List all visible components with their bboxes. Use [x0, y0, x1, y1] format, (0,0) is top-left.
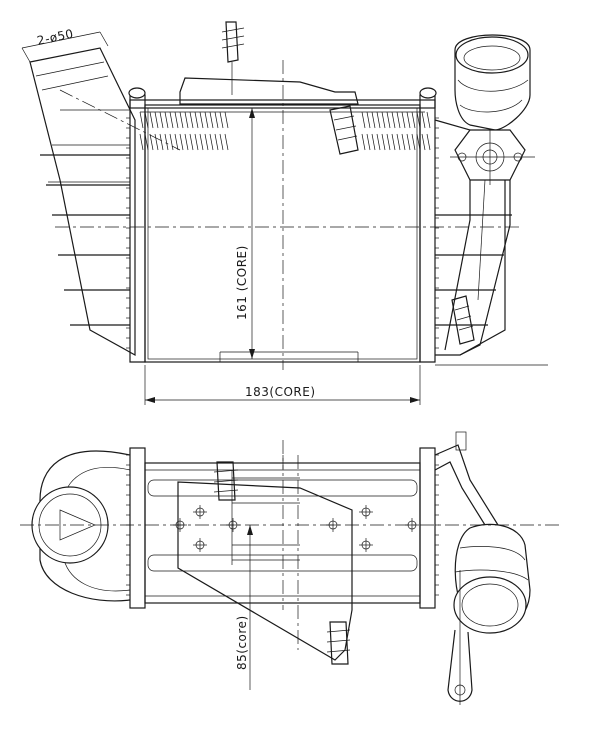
bottom-core [144, 462, 421, 604]
bottom-left-inlet [20, 450, 560, 602]
left-tank [29, 47, 146, 363]
coil-turn [386, 111, 391, 129]
coil-turn [219, 133, 224, 151]
coil-turn [154, 111, 159, 129]
coil-turn [169, 133, 174, 151]
coil-turn [376, 133, 381, 151]
label-inlet-diameter: 2-ø50 [36, 27, 75, 48]
bottom-view: 85(core) [20, 431, 560, 705]
coil-turn [184, 111, 189, 129]
coil-turn [381, 111, 386, 129]
coil-turn [421, 111, 426, 129]
coil-turn [184, 133, 189, 151]
coil-turn [189, 111, 194, 129]
coil-turn [396, 111, 401, 129]
coil-turn [426, 133, 431, 151]
coil-turn [179, 133, 184, 151]
coil-turn [411, 133, 416, 151]
coil-turn [401, 111, 406, 129]
bottom-right-outlet [434, 431, 531, 705]
coil-turn [189, 133, 194, 151]
coil-turn [361, 111, 366, 129]
coil-turn [139, 133, 144, 151]
coil-turn [426, 111, 431, 129]
coil-turn [209, 111, 214, 129]
coil-turn [144, 133, 149, 151]
coil-turn [169, 111, 174, 129]
top-view: 161 (CORE) 183(CORE) 2-ø50 [21, 21, 548, 405]
bottom-right-tank [419, 447, 439, 609]
coil-turn [149, 111, 154, 129]
dimension-width: 183(CORE) [144, 365, 421, 405]
top-header [128, 21, 437, 155]
dimension-depth: 85(core) [235, 525, 253, 690]
coil-turn [159, 111, 164, 129]
coil-turn [144, 111, 149, 129]
coil-turn [174, 111, 179, 129]
coil-turn [164, 133, 169, 151]
coil-turn [386, 133, 391, 151]
coil-turn [159, 133, 164, 151]
coil-turn [406, 111, 411, 129]
dimension-inlet: 2-ø50 [21, 27, 109, 63]
coil-turn [421, 133, 426, 151]
coil-turn [406, 133, 411, 151]
coil-turn [396, 133, 401, 151]
coil-turn [154, 133, 159, 151]
coil-turn [174, 133, 179, 151]
dimension-height: 161 (CORE) [235, 108, 255, 359]
coil-turn [391, 111, 396, 129]
coil-turn [391, 133, 396, 151]
coil-turn [416, 133, 421, 151]
coil-turn [376, 111, 381, 129]
coil-turn [214, 111, 219, 129]
coil-turn [366, 111, 371, 129]
bottom-left-tank [126, 447, 146, 609]
coil-turn [361, 133, 366, 151]
coil-turn [199, 111, 204, 129]
coil-turn [149, 133, 154, 151]
coil-turn [164, 111, 169, 129]
coil-turn [219, 111, 224, 129]
coil-turn [199, 133, 204, 151]
bottom-bracket [173, 455, 419, 665]
coil-turn [214, 133, 219, 151]
coil-turn [204, 133, 209, 151]
coil-turn [411, 111, 416, 129]
coil-turn [381, 133, 386, 151]
coil-turn [224, 133, 229, 151]
coil-turn [194, 133, 199, 151]
coil-turn [209, 133, 214, 151]
coil-turn [194, 111, 199, 129]
coil-turn [371, 111, 376, 129]
coil-turn [224, 111, 229, 129]
label-height: 161 (CORE) [235, 245, 249, 320]
coil-turn [366, 133, 371, 151]
coil-turn [371, 133, 376, 151]
label-depth: 85(core) [235, 615, 249, 670]
coil-turn [139, 111, 144, 129]
label-width: 183(CORE) [245, 385, 316, 399]
coil-turn [401, 133, 406, 151]
coil-turn [204, 111, 209, 129]
coil-turn [416, 111, 421, 129]
coil-turn [179, 111, 184, 129]
top-center-lines [55, 60, 520, 370]
right-outlet [435, 34, 548, 366]
